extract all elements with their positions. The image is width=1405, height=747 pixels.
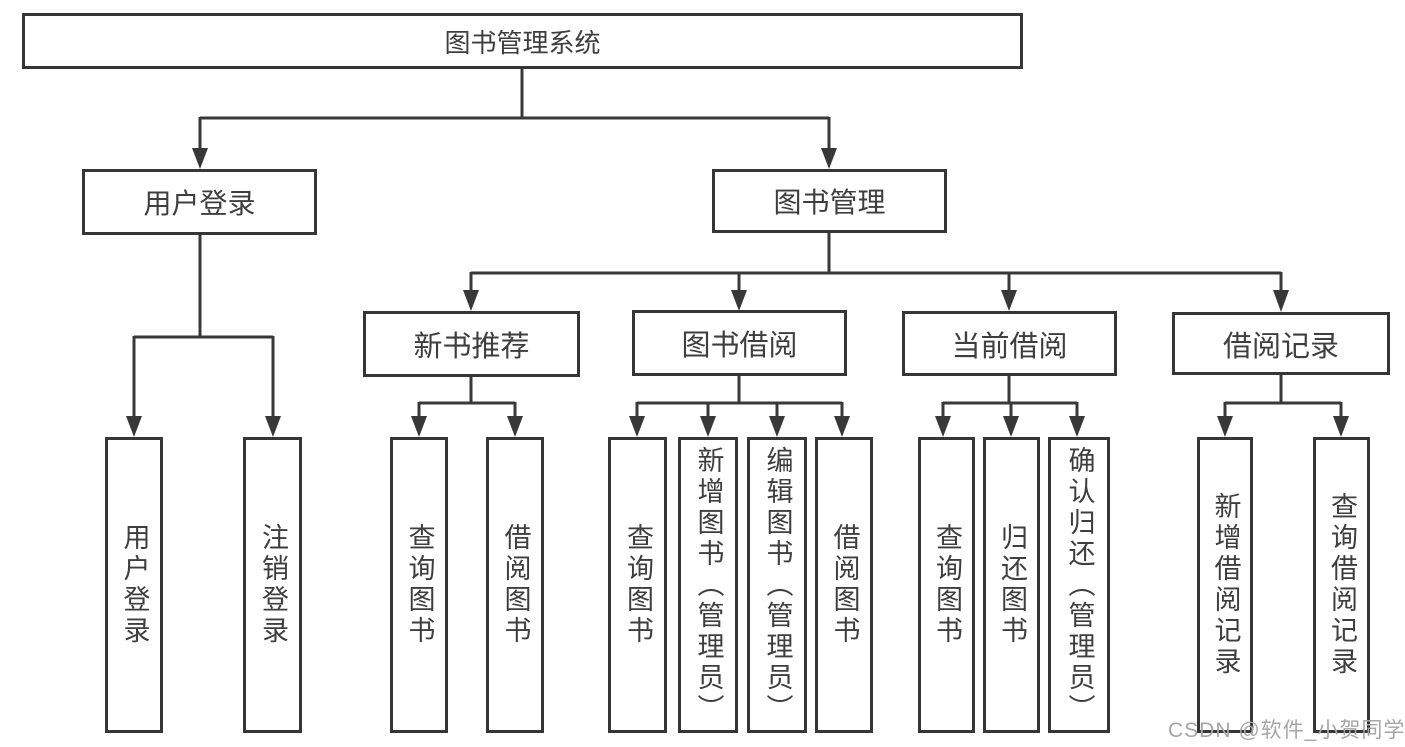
node-label: 图书管理系统 xyxy=(444,27,601,58)
node-label: 当前借阅 xyxy=(951,330,1068,363)
leaf-label: 新增借阅记录 xyxy=(1210,492,1241,678)
leaf-label: 查询图书 xyxy=(623,523,653,647)
node-label: 借阅记录 xyxy=(1222,330,1339,363)
leaf-label: 注销登录 xyxy=(258,523,288,647)
leaf-user-login: 用户登录 xyxy=(105,437,163,733)
node-current-borrowing: 当前借阅 xyxy=(902,311,1117,376)
arrowheads xyxy=(126,148,1349,437)
leaf-label: 归还图书 xyxy=(997,523,1027,647)
node-label: 图书管理 xyxy=(773,187,886,218)
leaf-edit-books-admin: 编辑图书（管理员） xyxy=(747,437,807,733)
leaf-label: 编辑图书（管理员） xyxy=(762,445,793,725)
leaf-label: 新增图书（管理员） xyxy=(693,445,724,725)
leaf-label: 借阅图书 xyxy=(500,523,531,647)
csdn-watermark: CSDN @软件_小贺同学 xyxy=(1168,719,1405,742)
leaf-logout: 注销登录 xyxy=(243,437,302,733)
leaf-confirm-return-admin: 确认归还（管理员） xyxy=(1048,437,1110,733)
node-label: 用户登录 xyxy=(143,188,256,219)
node-book-management: 图书管理 xyxy=(712,169,947,233)
leaf-query-books-recommend: 查询图书 xyxy=(390,437,448,733)
node-new-book-recommendation: 新书推荐 xyxy=(363,311,580,377)
leaf-label: 查询图书 xyxy=(404,523,435,647)
node-library-management-system: 图书管理系统 xyxy=(22,13,1023,69)
leaf-borrow-books: 借阅图书 xyxy=(815,437,873,733)
node-book-borrowing: 图书借阅 xyxy=(632,310,847,376)
leaf-query-books-current: 查询图书 xyxy=(918,437,975,733)
leaf-add-borrow-record: 新增借阅记录 xyxy=(1197,437,1253,733)
leaf-add-books-admin: 新增图书（管理员） xyxy=(678,437,738,733)
node-label: 图书借阅 xyxy=(681,330,798,362)
node-user-login: 用户登录 xyxy=(82,169,317,235)
leaf-label: 用户登录 xyxy=(119,523,150,647)
node-borrowing-records: 借阅记录 xyxy=(1172,312,1390,375)
node-label: 新书推荐 xyxy=(413,331,530,363)
leaf-label: 查询图书 xyxy=(932,523,962,647)
leaf-label: 确认归还（管理员） xyxy=(1064,445,1095,725)
leaf-borrow-books-recommend: 借阅图书 xyxy=(486,437,544,733)
leaf-label: 借阅图书 xyxy=(829,523,860,647)
leaf-query-books-borrowing: 查询图书 xyxy=(608,437,667,733)
leaf-return-books: 归还图书 xyxy=(983,437,1040,733)
leaf-label: 查询借阅记录 xyxy=(1327,492,1357,678)
leaf-query-borrow-record: 查询借阅记录 xyxy=(1313,437,1370,733)
